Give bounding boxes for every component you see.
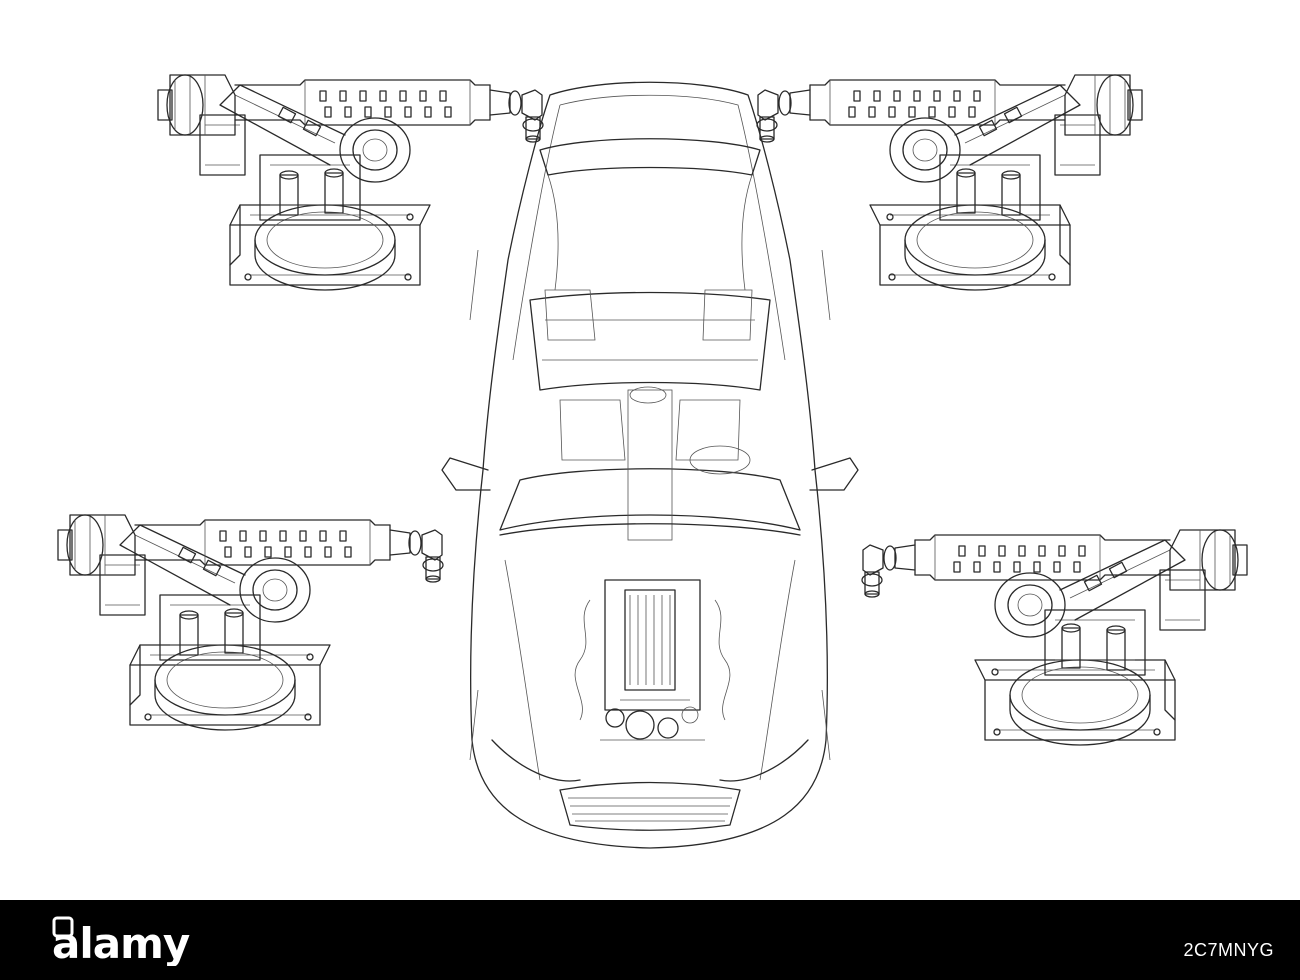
robot-arm-top-left [157,74,544,291]
footer-bar: alamy 2C7MNYG [0,900,1300,980]
robot-arm-bottom-left [57,514,444,731]
robot-arm-top-right [756,74,1143,291]
logo-text: alamy [52,919,190,966]
image-id-label: 2C7MNYG [1183,940,1274,960]
technical-drawing [57,74,1248,849]
grille [559,781,741,831]
alamy-logo: alamy [52,916,191,966]
car-wireframe [441,81,859,849]
engine [574,579,731,741]
robot-arm-bottom-right [861,529,1248,746]
